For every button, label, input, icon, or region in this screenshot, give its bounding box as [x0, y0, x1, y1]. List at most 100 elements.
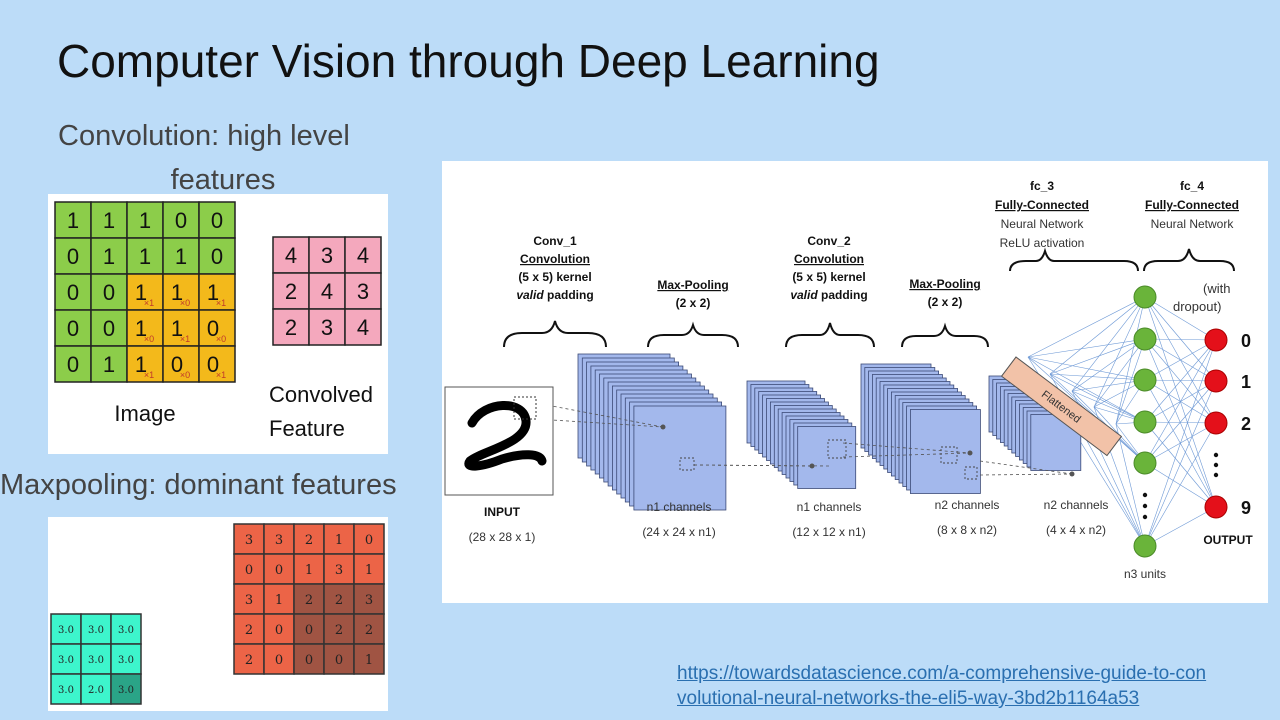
maxpool-input-value: 0 [275, 653, 283, 668]
maxpool-input-value: 1 [335, 533, 343, 548]
maxpool-input-cell [353, 613, 385, 645]
stage-label-input: INPUT [484, 505, 521, 519]
feature-cell-value: 4 [357, 315, 369, 340]
feature-map [797, 426, 857, 489]
feature-cell-value: 2 [285, 279, 297, 304]
maxpool-input-value: 0 [305, 653, 313, 668]
op-fc4: fc_4 Fully-Connected Neural Network [1145, 179, 1239, 231]
source-link[interactable]: https://towardsdatascience.com/a-compreh… [677, 661, 1206, 711]
output-node [1204, 369, 1228, 393]
feature-cell-value: 3 [357, 279, 369, 304]
edge [1144, 422, 1217, 547]
projection-dot [809, 463, 815, 469]
source-link-line2[interactable]: volutional-neural-networks-the-eli5-way-… [677, 688, 1140, 709]
image-cell-value: 1 [171, 316, 183, 341]
kernel-weight: ×1 [216, 298, 226, 308]
edge [1144, 380, 1217, 464]
kernel-weight: ×0 [180, 370, 190, 380]
maxpool-input-value: 2 [365, 623, 373, 638]
svg-text:fc_4: fc_4 [1180, 179, 1204, 193]
source-link-line1[interactable]: https://towardsdatascience.com/a-compreh… [677, 663, 1207, 684]
svg-text:Fully-Connected: Fully-Connected [1145, 198, 1239, 212]
hidden-node [1133, 451, 1157, 475]
digit-two-glyph [464, 401, 547, 471]
maxpool-input-value: 0 [365, 533, 373, 548]
maxpool-output-cell [110, 643, 142, 675]
hidden-node [1133, 327, 1157, 351]
maxpool-input-cell [233, 613, 265, 645]
feature-cell-value: 4 [357, 243, 369, 268]
ellipsis-dot [1213, 462, 1219, 468]
kernel-weight: ×0 [216, 334, 226, 344]
svg-text:Fully-Connected: Fully-Connected [995, 198, 1089, 212]
maxpool-output-value: 3.0 [88, 625, 104, 636]
connections [1027, 296, 1217, 547]
stage-dims-conv2: (8 x 8 x n2) [937, 523, 997, 537]
projection-dot [1069, 471, 1075, 477]
image-cell [198, 237, 236, 275]
stage-label-pool1: n1 channels [797, 500, 862, 514]
maxpool-input-value: 1 [365, 653, 373, 668]
projection-line [979, 473, 1073, 476]
edge [1144, 296, 1217, 341]
maxpool-input-value: 0 [245, 563, 253, 578]
feature-cell-value: 4 [285, 243, 297, 268]
svg-text:ReLU activation: ReLU activation [1000, 236, 1085, 250]
edge [1144, 421, 1217, 424]
image-cell-value: 0 [103, 316, 115, 341]
edge [1144, 339, 1217, 464]
maxpool-input-cell [293, 613, 325, 645]
feature-cell [344, 308, 382, 346]
maxpool-input-value: 2 [335, 593, 343, 608]
image-cell-value: 1 [103, 352, 115, 377]
maxpool-output-value: 3.0 [118, 685, 134, 696]
output-node-label: 0 [1241, 331, 1251, 351]
maxpool-input-value: 1 [305, 563, 313, 578]
stage-dims-input: (28 x 28 x 1) [469, 530, 536, 544]
image-cell-value: 0 [171, 352, 183, 377]
maxpool-input-value: 3 [245, 593, 253, 608]
projection-dot [660, 424, 666, 430]
stage-dims-conv1: (24 x 24 x n1) [642, 525, 715, 539]
edge [1027, 296, 1146, 358]
op-pool2: Max-Pooling (2 x 2) [909, 277, 980, 309]
projection-line [693, 464, 831, 467]
kernel-weight: ×1 [144, 298, 154, 308]
stage-label-conv2: n2 channels [935, 498, 1000, 512]
maxpool-input-value: 0 [335, 653, 343, 668]
image-cell-value: 0 [67, 316, 79, 341]
stage-dims-pool1: (12 x 12 x n1) [792, 525, 865, 539]
maxpool-output-value: 3.0 [88, 655, 104, 666]
cnn-diagram-panel: INPUT (28 x 28 x 1) n1 channels (24 x 24… [442, 161, 1268, 603]
image-cell [90, 273, 128, 311]
maxpool-input-value: 2 [245, 653, 253, 668]
image-cell-value: 1 [171, 280, 183, 305]
image-cell-value: 0 [67, 280, 79, 305]
kernel-weight: ×1 [144, 370, 154, 380]
edge [1071, 379, 1146, 392]
image-cell-value: 1 [135, 280, 147, 305]
svg-text:Conv_2: Conv_2 [807, 234, 851, 248]
edge [1071, 296, 1146, 392]
feature-map-stacks [535, 353, 1082, 511]
ellipsis-dot [1142, 492, 1148, 498]
svg-text:Neural Network: Neural Network [1001, 217, 1085, 231]
receptive-field [679, 457, 695, 471]
feature-cell [344, 272, 382, 310]
edge [1049, 296, 1146, 375]
image-cell [54, 309, 92, 347]
maxpool-input-value: 3 [245, 533, 253, 548]
edge [1071, 338, 1146, 392]
feature-cell-value: 3 [321, 315, 333, 340]
output-node-label: 2 [1241, 414, 1251, 434]
op-fc3: fc_3 Fully-Connected Neural Network ReLU… [995, 179, 1089, 250]
op-conv1: Conv_1 Convolution (5 x 5) kernel valid … [516, 234, 593, 302]
maxpool-output-cell [110, 613, 142, 645]
maxpool-input-value: 3 [275, 533, 283, 548]
ellipsis-dot [1142, 503, 1148, 509]
